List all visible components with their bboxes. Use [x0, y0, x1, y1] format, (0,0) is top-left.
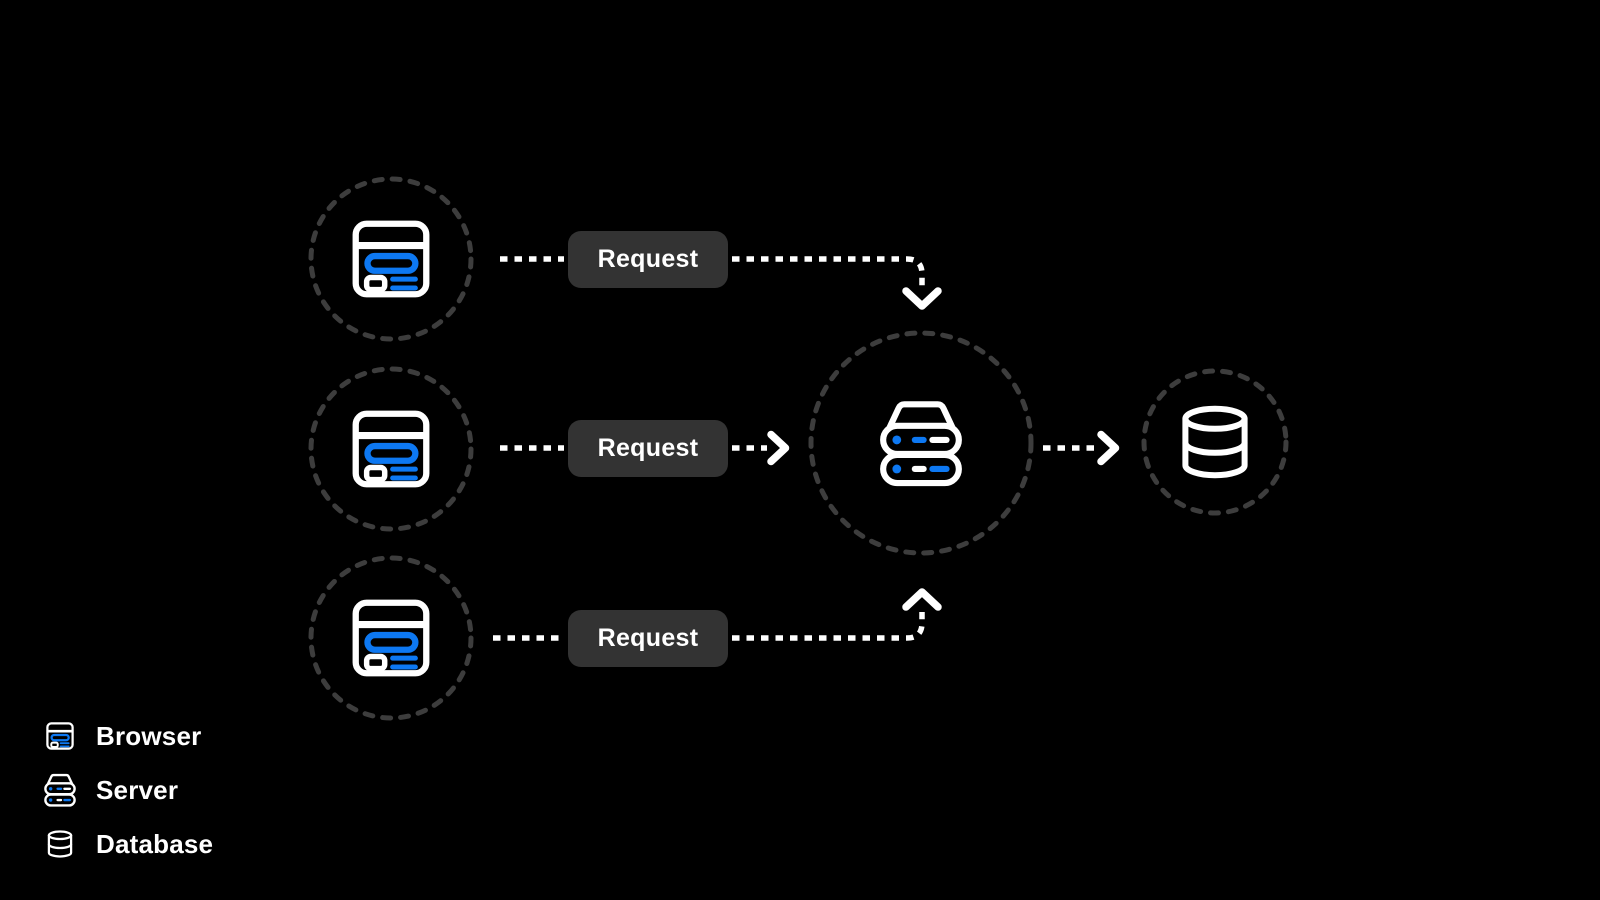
browser-icon — [356, 414, 427, 485]
server-icon — [43, 773, 77, 807]
server-node — [808, 330, 1034, 556]
arrowhead-down-icon — [902, 287, 942, 310]
request-badge-1: Request — [568, 231, 728, 288]
legend-label: Server — [96, 774, 179, 805]
node-dashed-circle — [808, 330, 1034, 556]
legend-label: Browser — [96, 720, 202, 751]
browser-node-1 — [308, 176, 474, 342]
arrowhead-up-icon — [902, 588, 942, 611]
legend-item-server: Server — [43, 773, 178, 807]
node-dashed-circle — [308, 555, 474, 721]
arrowhead-right-icon — [1097, 430, 1120, 466]
server-icon — [883, 404, 959, 483]
node-dashed-circle — [308, 176, 474, 342]
wire-badge3-to-server — [732, 612, 925, 641]
database-icon — [1185, 409, 1244, 475]
browser-icon — [356, 224, 427, 295]
browser-node-2 — [308, 366, 474, 532]
legend-label: Database — [96, 828, 214, 859]
arrowhead-right-icon — [767, 430, 790, 466]
request-badge-2: Request — [568, 420, 728, 477]
browser-icon — [43, 719, 77, 753]
request-badge-3: Request — [568, 610, 728, 667]
node-dashed-circle — [308, 366, 474, 532]
browser-node-3 — [308, 555, 474, 721]
browser-icon — [356, 603, 427, 674]
database-node — [1141, 368, 1289, 516]
legend-item-database: Database — [43, 827, 213, 861]
wire-badge1-to-server — [732, 256, 925, 286]
legend-item-browser: Browser — [43, 719, 201, 753]
database-icon — [43, 827, 77, 861]
node-dashed-circle — [1141, 368, 1289, 516]
